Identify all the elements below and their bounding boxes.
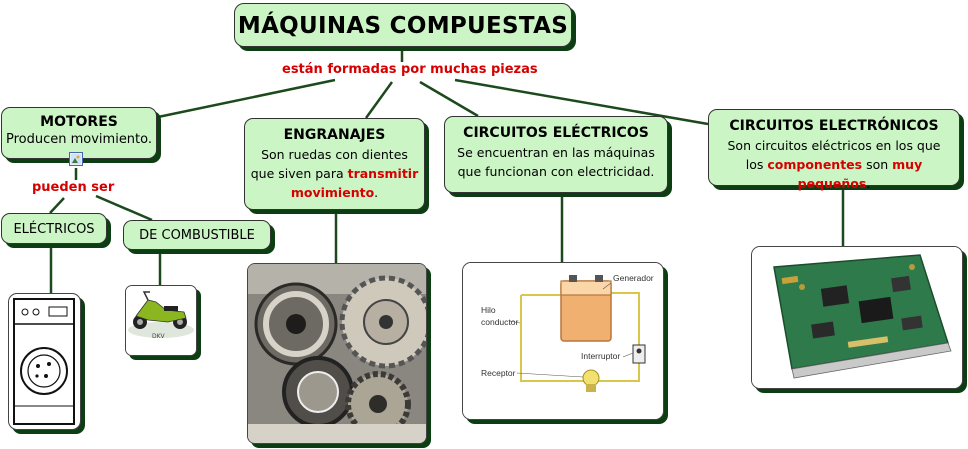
engranajes-desc: Son ruedas con dientes que siven para tr…: [245, 145, 424, 202]
root-node: MÁQUINAS COMPUESTAS: [234, 3, 572, 47]
motores-title: MOTORES: [40, 114, 118, 130]
circuitos-electricos-desc: Se encuentran en las máquinas que funcio…: [445, 143, 667, 181]
label-generador: Generador: [613, 273, 654, 283]
engranajes-node: ENGRANAJES Son ruedas con dientes que si…: [244, 118, 425, 210]
circuitos-electronicos-desc-text-b: son: [862, 157, 893, 172]
circuitos-electronicos-desc-line1: Son circuitos eléctricos en los que: [727, 138, 941, 153]
engranajes-title: ENGRANAJES: [283, 127, 386, 143]
circuitos-electronicos-desc-end: .: [866, 176, 871, 191]
circuit-board-icon: [752, 247, 962, 388]
combustible-title: DE COMBUSTIBLE: [139, 228, 255, 243]
circuitos-electronicos-title: CIRCUITOS ELECTRÓNICOS: [729, 118, 939, 134]
electricos-title: ELÉCTRICOS: [13, 222, 95, 237]
engranajes-desc-line2: que siven para transmitir: [245, 164, 424, 183]
image-attachment-icon[interactable]: [69, 152, 83, 166]
washing-machine-image: [8, 293, 81, 430]
root-link-label: están formadas por muchas piezas: [282, 62, 538, 77]
motorbike-image: DKV: [125, 285, 197, 356]
gears-icon: [248, 264, 426, 443]
engranajes-desc-text: que siven para: [250, 166, 348, 181]
engranajes-highlight-transmitir: transmitir: [347, 166, 419, 181]
circuitos-electricos-node: CIRCUITOS ELÉCTRICOS Se encuentran en la…: [444, 116, 668, 193]
label-receptor: Receptor: [481, 368, 516, 378]
svg-text:DKV: DKV: [152, 333, 166, 340]
circuitos-electricos-title: CIRCUITOS ELÉCTRICOS: [463, 125, 649, 141]
circuitos-electronicos-highlight-componentes: componentes: [767, 157, 863, 172]
combustible-node: DE COMBUSTIBLE: [123, 220, 271, 250]
circuit-board-image: [751, 246, 963, 389]
electricos-node: ELÉCTRICOS: [1, 213, 107, 244]
circuit-diagram: Generador Hilo conductor Interruptor Rec…: [463, 263, 663, 419]
circuitos-electronicos-desc: Son circuitos eléctricos en los que los …: [709, 136, 959, 193]
label-conductor: conductor: [481, 317, 518, 327]
circuitos-electronicos-desc-line2: los componentes son muy pequeños.: [709, 155, 959, 193]
circuitos-electricos-desc-line2: que funcionan con electricidad.: [457, 164, 655, 179]
motorbike-icon: DKV: [126, 286, 196, 355]
washing-machine-icon: [13, 298, 75, 425]
circuit-diagram-image: Generador Hilo conductor Interruptor Rec…: [462, 262, 664, 420]
engranajes-desc-line1: Son ruedas con dientes: [261, 147, 408, 162]
motores-link-label: pueden ser: [32, 180, 115, 195]
engranajes-highlight-movimiento: movimiento: [290, 185, 375, 200]
motores-desc: Producen movimiento.: [5, 132, 153, 147]
motores-node: MOTORES Producen movimiento.: [1, 107, 157, 159]
engranajes-desc-end: .: [374, 185, 379, 200]
circuitos-electricos-desc-line1: Se encuentran en las máquinas: [457, 145, 655, 160]
label-interruptor: Interruptor: [581, 351, 620, 361]
circuitos-electronicos-highlight-muy-pequenos: muy pequeños: [797, 157, 923, 191]
engranajes-desc-line3: movimiento.: [245, 183, 424, 202]
circuitos-electronicos-node: CIRCUITOS ELECTRÓNICOS Son circuitos elé…: [708, 109, 960, 191]
root-title: MÁQUINAS COMPUESTAS: [237, 13, 569, 39]
circuitos-electronicos-desc-text-a: los: [745, 157, 768, 172]
gears-image: [247, 263, 427, 444]
label-hilo: Hilo: [481, 305, 496, 315]
